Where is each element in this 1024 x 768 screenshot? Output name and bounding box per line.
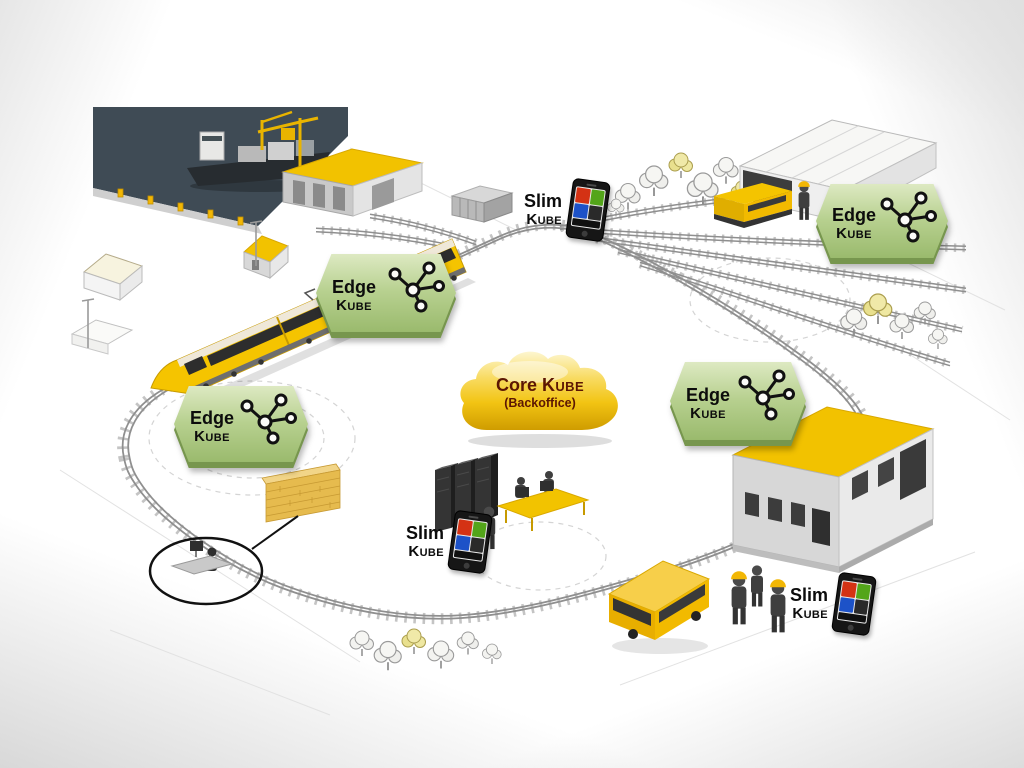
- app-tile-blue: [572, 202, 589, 219]
- station-building: [731, 406, 935, 573]
- slim-label: Slim Kube: [790, 586, 828, 622]
- badge-label: Edge Kube: [679, 386, 737, 422]
- badge-label: Edge Kube: [183, 409, 241, 445]
- app-tile-green: [589, 189, 605, 206]
- slim-kube-node-port: Slim Kube: [524, 177, 612, 243]
- phone-screen: [836, 580, 872, 624]
- app-tile-dark: [587, 204, 603, 221]
- app-tile-blue: [838, 596, 855, 613]
- phone-speaker: [468, 515, 479, 519]
- phone-screen: [452, 518, 488, 562]
- kube-word: Kube: [836, 224, 872, 242]
- bus: [607, 560, 711, 654]
- cargo-container: [450, 185, 514, 223]
- kube-word: Kube: [336, 296, 372, 314]
- slim-word: Slim: [406, 522, 445, 543]
- app-tile-dark: [469, 536, 485, 553]
- phone-home-button: [581, 230, 589, 238]
- edge-kube-node-station: Edge Kube: [670, 362, 806, 446]
- app-tile-green: [471, 521, 487, 538]
- kube-word: Kube: [526, 210, 563, 228]
- core-kube-label: Core Kube (Backoffice): [450, 375, 630, 410]
- smartphone-icon: [565, 177, 612, 243]
- edge-kube-node-yard: Edge Kube: [174, 386, 308, 468]
- network-nodes-icon: [880, 191, 937, 243]
- core-title: Core Kube: [450, 375, 630, 396]
- phone-speaker: [852, 577, 863, 581]
- control-operator-circled: [148, 515, 299, 606]
- edge-word: Edge: [331, 276, 376, 297]
- app-tile-dark: [853, 598, 869, 615]
- app-tile-green: [855, 583, 871, 600]
- slim-word: Slim: [790, 584, 829, 605]
- phone-screen: [570, 186, 606, 230]
- badge-label: Edge Kube: [825, 206, 883, 242]
- tree-cluster-south: [349, 628, 502, 672]
- phone-home-button: [463, 562, 471, 570]
- network-nodes-icon: [738, 369, 795, 421]
- network-nodes-icon: [240, 393, 297, 445]
- shunter-locomotive: [714, 183, 792, 228]
- app-tile-blue: [454, 534, 471, 551]
- core-word: Core: [495, 375, 537, 395]
- smartphone-icon: [831, 571, 878, 637]
- port-warehouse: [281, 148, 424, 217]
- edge-word: Edge: [831, 204, 876, 225]
- network-nodes-icon: [388, 261, 445, 313]
- slim-label: Slim Kube: [406, 524, 444, 560]
- edge-kube-node-train: Edge Kube: [316, 254, 456, 338]
- kube-word: Kube: [194, 427, 230, 445]
- slim-kube-node-office: Slim Kube: [406, 509, 494, 575]
- edge-kube-node-depot: Edge Kube: [816, 184, 948, 264]
- smartphone-icon: [447, 509, 494, 575]
- slim-word: Slim: [524, 190, 563, 211]
- badge-label: Edge Kube: [325, 278, 383, 314]
- cloud-shape: [460, 351, 618, 448]
- office-desk-team: [482, 471, 590, 550]
- kube-word: Kube: [792, 604, 829, 622]
- app-tile-red: [841, 581, 857, 598]
- slim-label: Slim Kube: [524, 192, 562, 228]
- slim-kube-node-staff: Slim Kube: [790, 571, 878, 637]
- sketch-houses: [70, 235, 289, 355]
- core-kube-cloud: Core Kube (Backoffice): [450, 342, 630, 452]
- lamp-posts: [81, 220, 263, 348]
- kube-word: Kube: [541, 375, 585, 395]
- brick-wall: [261, 463, 341, 523]
- kube-word: Kube: [408, 542, 445, 560]
- quay-bollards: [117, 188, 244, 226]
- edge-word: Edge: [685, 384, 730, 405]
- core-subtitle: (Backoffice): [504, 395, 576, 410]
- phone-home-button: [847, 624, 855, 632]
- app-tile-red: [575, 187, 591, 204]
- phone-speaker: [586, 183, 597, 187]
- edge-word: Edge: [189, 407, 234, 428]
- app-tile-red: [457, 519, 473, 536]
- kube-word: Kube: [690, 404, 726, 422]
